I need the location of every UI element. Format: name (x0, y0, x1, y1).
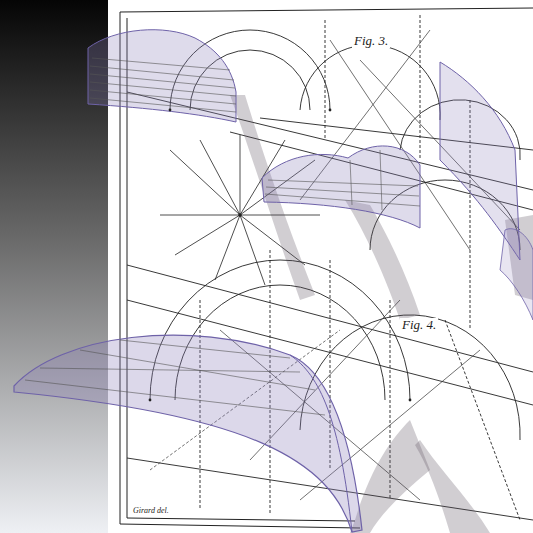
vault-surface (14, 335, 362, 532)
engraver-credit: Girard del. (131, 507, 171, 516)
vault-surface (262, 146, 420, 228)
figure-label: Fig. 3. (352, 34, 390, 48)
figure-label: Fig. 4. (400, 318, 438, 332)
vault-surface (440, 62, 533, 320)
vault-surface (88, 30, 236, 122)
construction-points (149, 109, 412, 402)
